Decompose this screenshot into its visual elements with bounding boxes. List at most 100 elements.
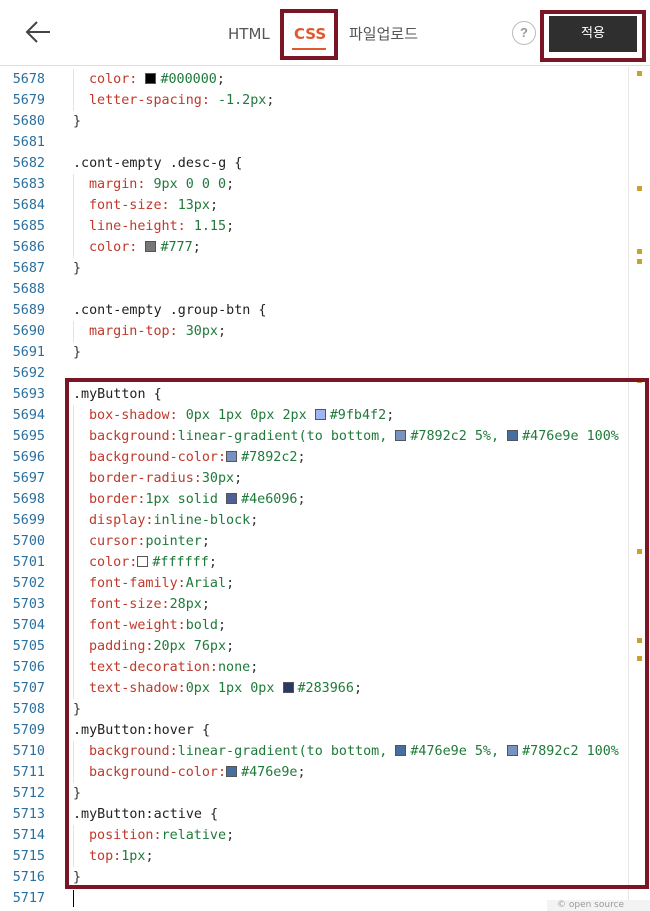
back-arrow-icon[interactable] — [24, 18, 52, 46]
color-swatch[interactable] — [507, 745, 519, 756]
code-text: } — [73, 699, 81, 720]
css-selector: .cont-empty .desc-g { — [73, 156, 243, 171]
line-number: 5699 — [12, 513, 45, 528]
code-text: .cont-empty .group-btn { — [73, 300, 266, 321]
line-number: 5716 — [12, 870, 45, 885]
tab-file-upload[interactable]: 파일업로드 — [349, 25, 419, 43]
color-swatch[interactable] — [137, 556, 149, 567]
indent-guide — [73, 573, 74, 594]
line-number: 5717 — [12, 891, 45, 906]
color-swatch[interactable] — [395, 430, 407, 441]
css-value: linear-gradient(to bottom, — [177, 744, 396, 759]
minimap-marker — [637, 71, 642, 76]
indent-guide — [73, 90, 74, 111]
indent-guide — [73, 762, 74, 783]
css-value: 1.15 — [193, 219, 227, 234]
css-punctuation: } — [73, 702, 82, 717]
code-text: color:#ffffff; — [89, 552, 217, 573]
line-number: 5712 — [12, 786, 45, 801]
css-value: #4e6096 — [241, 492, 298, 507]
css-property: padding: — [89, 639, 154, 654]
color-swatch[interactable] — [395, 745, 407, 756]
css-punctuation: ; — [353, 681, 362, 696]
css-value: #7892c2 — [241, 450, 298, 465]
code-line: 5693.myButton { — [0, 384, 650, 405]
css-property: letter-spacing: — [89, 93, 218, 108]
color-swatch[interactable] — [282, 682, 294, 693]
css-value: 9px 0 0 0 — [153, 177, 227, 192]
minimap-marker — [637, 378, 642, 383]
css-punctuation: ; — [297, 492, 306, 507]
css-value: relative — [161, 828, 227, 843]
code-line: 5692 — [0, 363, 650, 384]
css-punctuation: ; — [145, 849, 154, 864]
apply-button[interactable]: 적용 — [549, 16, 637, 52]
css-punctuation: ; — [226, 576, 235, 591]
line-number: 5705 — [12, 639, 45, 654]
css-value: #476e9e 100% — [522, 429, 619, 444]
color-swatch[interactable] — [507, 430, 519, 441]
help-icon[interactable]: ? — [512, 21, 536, 45]
vertical-scrollbar[interactable] — [628, 67, 650, 911]
color-swatch[interactable] — [226, 766, 238, 777]
code-text: background-color:#7892c2; — [89, 447, 306, 468]
tab-html[interactable]: HTML — [228, 25, 270, 43]
indent-guide — [73, 636, 74, 657]
indent-guide — [73, 237, 74, 258]
code-text: font-size: 13px; — [89, 195, 218, 216]
indent-guide — [73, 195, 74, 216]
css-value: none — [218, 660, 251, 675]
line-number: 5698 — [12, 492, 45, 507]
code-text: border-radius:30px; — [89, 468, 242, 489]
code-line: 5713.myButton:active { — [0, 804, 650, 825]
code-text: .myButton:active { — [73, 804, 218, 825]
css-value: #9fb4f2 — [329, 408, 387, 423]
code-line: 5708} — [0, 699, 650, 720]
color-swatch[interactable] — [314, 409, 326, 420]
css-property: border-radius: — [89, 471, 202, 486]
css-punctuation: ; — [218, 324, 227, 339]
code-text: background-color:#476e9e; — [89, 762, 306, 783]
code-line: 5709.myButton:hover { — [0, 720, 650, 741]
css-value: 30px — [201, 471, 235, 486]
css-property: margin-top: — [89, 324, 186, 339]
css-punctuation: ; — [250, 660, 259, 675]
css-property: font-family: — [89, 576, 186, 591]
line-number: 5706 — [12, 660, 45, 675]
color-swatch[interactable] — [226, 451, 238, 462]
color-swatch[interactable] — [145, 241, 157, 252]
css-property: top: — [89, 849, 122, 864]
css-value: pointer — [145, 534, 202, 549]
code-text: font-size:28px; — [89, 594, 210, 615]
css-value: 1px solid — [145, 492, 227, 507]
css-punctuation: ; — [201, 597, 210, 612]
code-text: } — [73, 342, 81, 363]
indent-guide — [73, 594, 74, 615]
code-text: text-shadow:0px 1px 0px #283966; — [89, 678, 362, 699]
code-text: } — [73, 867, 81, 888]
indent-guide — [73, 552, 74, 573]
code-text: top:1px; — [89, 846, 154, 867]
code-text: .cont-empty .desc-g { — [73, 153, 242, 174]
indent-guide — [73, 615, 74, 636]
css-punctuation: ; — [297, 450, 306, 465]
line-number: 5697 — [12, 471, 45, 486]
color-swatch[interactable] — [226, 493, 238, 504]
tab-css[interactable]: CSS — [294, 25, 327, 43]
color-swatch[interactable] — [145, 73, 157, 84]
css-property: margin: — [89, 177, 154, 192]
minimap-marker — [637, 259, 642, 264]
css-punctuation: ; — [209, 198, 218, 213]
css-punctuation: ; — [218, 618, 227, 633]
css-selector: .myButton:active { — [73, 807, 219, 822]
line-number: 5688 — [12, 282, 45, 297]
